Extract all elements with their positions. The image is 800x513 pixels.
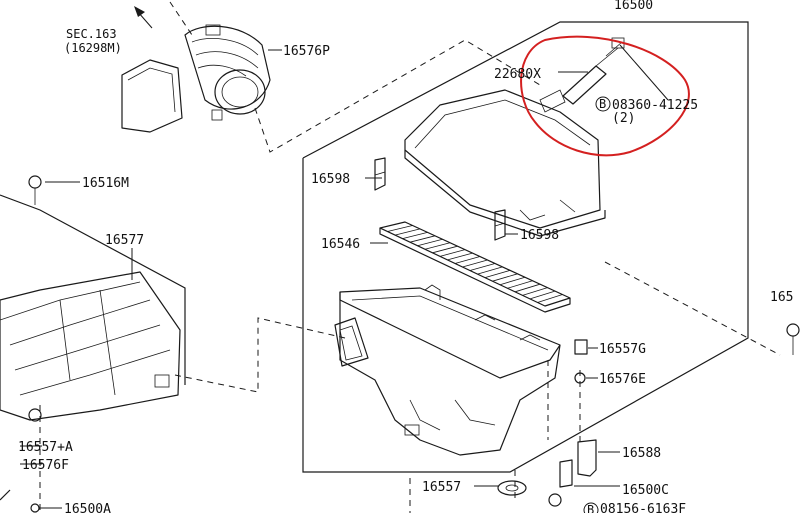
circled-b-icon-lower: B [583, 502, 599, 513]
filter-pleat [387, 225, 413, 232]
leader-lines [20, 44, 669, 509]
label-top-assembly: 16500 [614, 0, 653, 13]
filter-pleat [462, 259, 488, 268]
label-bolt: 08360-41225 [612, 98, 698, 113]
filter-pleat [409, 235, 436, 243]
label-clip-upper: 16598 [311, 172, 350, 187]
highlight-circle [520, 35, 690, 157]
clip-lower-part [494, 209, 506, 241]
label-sec-ref: SEC.163 [66, 27, 117, 41]
filter-pleat [484, 269, 511, 279]
label-filter: 16546 [321, 237, 360, 252]
filter-pleat [439, 249, 466, 257]
filter-pleat [424, 242, 451, 250]
label-screw-left: 16516M [82, 176, 129, 191]
label-stay: 16500C [622, 483, 669, 498]
filter-pleat [529, 290, 556, 300]
filter-pleat [454, 256, 481, 264]
filter-pleat [507, 280, 533, 289]
filter-pleat [477, 266, 503, 275]
dashed-guides [39, 1, 781, 513]
label-mass-air-duct: 16576P [283, 44, 330, 59]
label-clip-lower: 16598 [520, 228, 559, 243]
filter-pleat [394, 228, 421, 236]
label-right-edge: 165 [770, 290, 793, 305]
clip-upper-part [374, 157, 386, 191]
filter-pleat [417, 238, 443, 247]
label-left-clamp: 16576F [22, 458, 69, 473]
label-bracket: 16588 [622, 446, 661, 461]
air-filter [379, 221, 571, 313]
filter-pleat [499, 276, 526, 286]
sensor-part [539, 37, 625, 113]
filter-pleat [537, 294, 563, 303]
filter-pleat [432, 245, 458, 254]
left-cover-part [0, 271, 181, 421]
filter-pleat [492, 273, 518, 282]
assembly-frame [302, 21, 749, 473]
label-left-bottom: 16500A [64, 502, 111, 513]
filter-pleat [514, 283, 541, 293]
label-grommet: 16557G [599, 342, 646, 357]
label-bolt-lower-prefix: B [587, 503, 594, 513]
filter-pleat [522, 287, 548, 296]
filter-pleat [469, 263, 496, 271]
left-cover-frame [0, 194, 186, 501]
lower-housing [334, 284, 561, 456]
filter-pleat [447, 252, 473, 261]
label-bolt-lower: 08156-6163F [600, 502, 686, 513]
fasteners [28, 175, 800, 513]
circled-b-icon: B [595, 96, 611, 112]
intake-duct [121, 24, 271, 133]
label-bolt-prefix: B [599, 97, 606, 111]
label-mount: 16557 [422, 480, 461, 495]
label-sensor: 22680X [494, 67, 541, 82]
label-bolt-qty: (2) [612, 111, 635, 126]
arrow-up-left-icon [134, 6, 153, 29]
label-clamp: 16576E [599, 372, 646, 387]
label-sec-ref-sub: (16298M) [64, 41, 122, 55]
filter-pleat [402, 231, 428, 240]
label-left-grommet: 16557+A [18, 440, 73, 455]
label-cover-left: 16577 [105, 233, 144, 248]
